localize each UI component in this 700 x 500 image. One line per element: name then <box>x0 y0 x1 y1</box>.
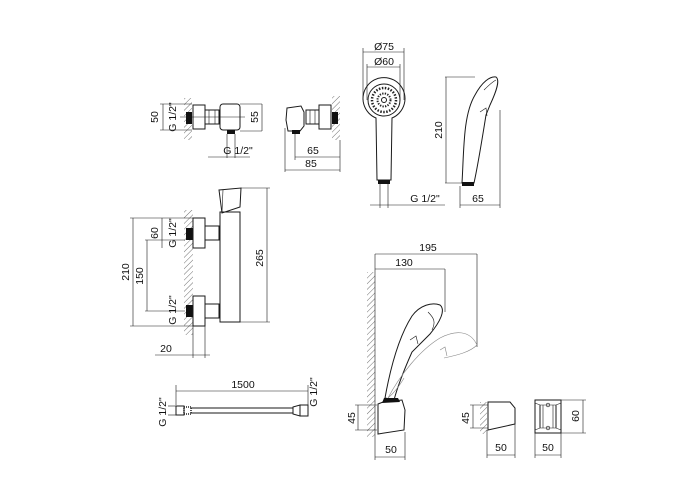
elbow-side-outer-label: 85 <box>305 158 317 170</box>
hose-left-thread-label: G 1/2" <box>157 397 169 427</box>
handset-front-view: Ø75 Ø60 G 1/2" <box>362 41 445 208</box>
holder-side-view: 45 50 <box>460 401 516 458</box>
holder-assembly-view: 195 130 45 50 <box>346 242 478 460</box>
mixer-bottom-thread-label: G 1/2" <box>167 295 179 325</box>
handset-thread-label: G 1/2" <box>410 193 440 205</box>
elbow-thread-label: G 1/2" <box>167 102 179 132</box>
hose-right-thread-label: G 1/2" <box>308 377 320 407</box>
elbow-height-label: 50 <box>149 111 161 123</box>
elbow-outlet-thread-label: G 1/2" <box>223 145 253 157</box>
mixer-inlet-height-label: 60 <box>149 227 161 239</box>
holder-front-view: 60 50 <box>534 399 586 458</box>
handset-side-view: 210 65 <box>433 76 501 208</box>
mixer-inlet-spacing-label: 150 <box>134 267 146 285</box>
elbow-depth-label: 55 <box>249 111 261 123</box>
handset-length-label: 210 <box>433 121 445 139</box>
mixer-side-view: 210 150 60 G 1/2" G 1/2" 265 20 <box>120 187 270 358</box>
holder-side-depth-label: 50 <box>495 442 507 454</box>
mixer-offset-label: 20 <box>160 343 172 355</box>
holder-front-width-label: 50 <box>542 442 554 454</box>
handset-reach-label: 130 <box>395 257 413 269</box>
holder-height-label: 45 <box>346 412 358 424</box>
shower-hose: 1500 G 1/2" G 1/2" <box>157 377 320 427</box>
elbow-side-inner-label: 65 <box>307 145 319 157</box>
mixer-span-label: 210 <box>120 263 132 281</box>
handset-outer-diameter-label: Ø75 <box>374 41 394 53</box>
mixer-top-thread-label: G 1/2" <box>167 218 179 248</box>
handset-width-label: 65 <box>472 193 484 205</box>
holder-front-height-label: 60 <box>570 410 582 422</box>
holder-reach-label: 195 <box>419 242 437 254</box>
holder-depth-label: 50 <box>385 444 397 456</box>
holder-side-height-label: 45 <box>460 412 472 424</box>
wall-elbow-side-view: 65 85 <box>284 96 341 172</box>
handset-inner-diameter-label: Ø60 <box>374 56 394 68</box>
mixer-height-label: 265 <box>254 249 266 267</box>
hose-length-label: 1500 <box>231 379 255 391</box>
wall-elbow-front-view: 50 G 1/2" 55 G 1/2" <box>149 98 263 158</box>
